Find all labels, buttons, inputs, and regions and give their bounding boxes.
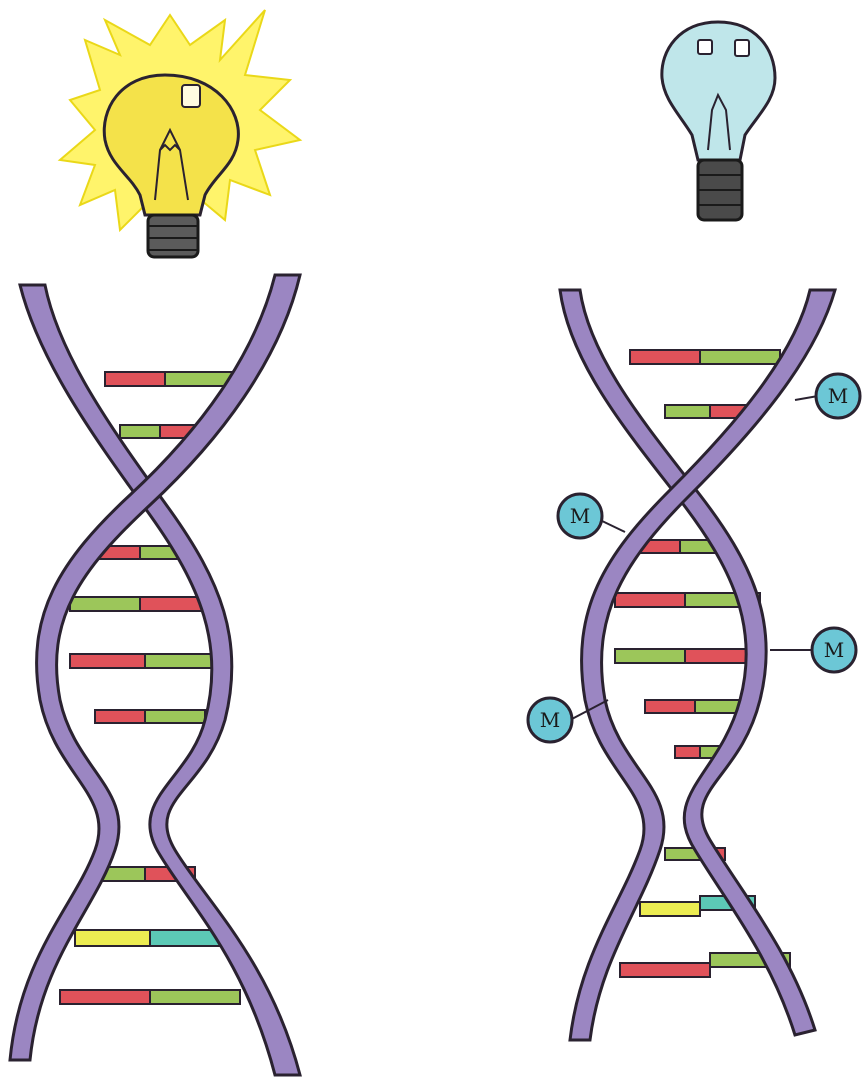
unlit-lightbulb-icon <box>662 22 775 220</box>
methyl-group-icon: M <box>558 494 625 538</box>
methyl-label: M <box>828 384 848 408</box>
silenced-dna-helix <box>560 290 835 1040</box>
methyl-label: M <box>570 504 590 528</box>
methyl-group-icon: M <box>795 374 860 418</box>
methyl-label: M <box>540 708 560 732</box>
methyl-group-icon: M <box>770 628 856 672</box>
methyl-label: M <box>824 638 844 662</box>
lit-lightbulb-icon <box>60 10 300 257</box>
bulb-glass <box>662 22 775 160</box>
bulb-base <box>698 160 742 220</box>
active-dna-helix <box>10 275 300 1075</box>
methyl-groups: M M M M <box>528 374 860 742</box>
bulb-base <box>148 215 198 257</box>
